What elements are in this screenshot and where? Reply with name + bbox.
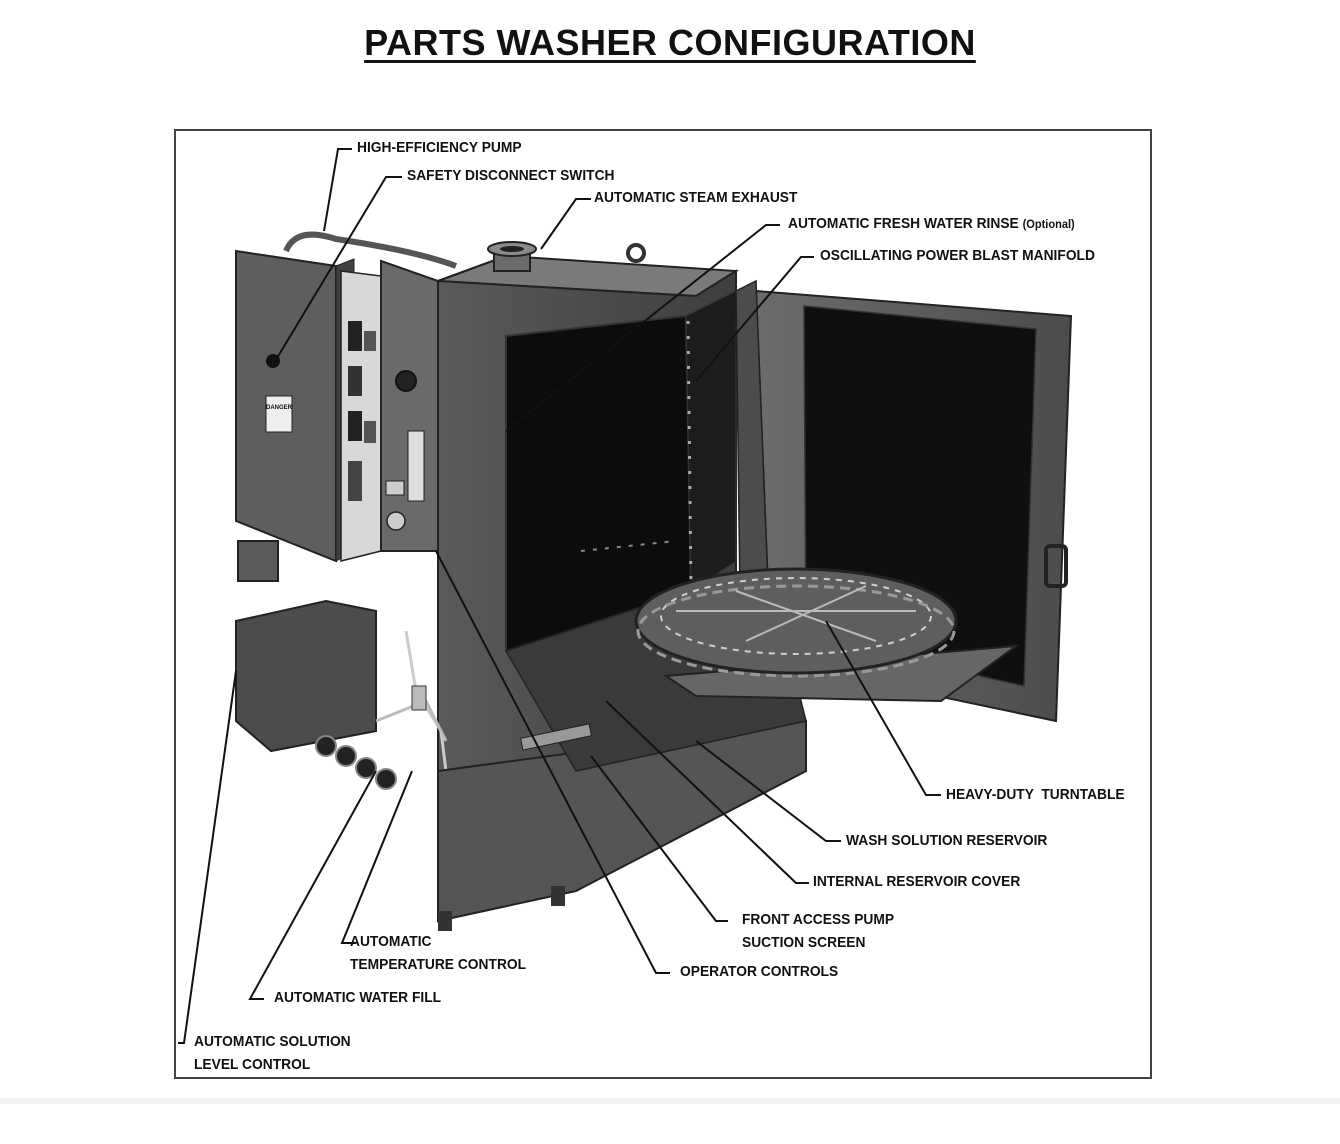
turntable-inner-ring bbox=[660, 577, 932, 655]
optional-note: (Optional) bbox=[1022, 217, 1075, 231]
label-internal-reservoir-cover: INTERNAL RESERVOIR COVER bbox=[813, 873, 1021, 890]
control-dial bbox=[395, 370, 417, 392]
lift-eye bbox=[626, 243, 646, 263]
label-automatic-steam-exhaust: AUTOMATIC STEAM EXHAUST bbox=[594, 189, 798, 206]
label-oscillating-power-blast-manifold: OSCILLATING POWER BLAST MANIFOLD bbox=[820, 247, 1095, 264]
pump-hose bbox=[283, 231, 458, 269]
pump-housing bbox=[235, 599, 377, 753]
chamber-side-panel bbox=[685, 290, 737, 592]
suction-screen-rail bbox=[519, 723, 593, 751]
label-safety-disconnect-switch: SAFETY DISCONNECT SWITCH bbox=[407, 167, 615, 184]
parts-washer-illustration: DANGER bbox=[178, 148, 1073, 1044]
solution-level-line2: LEVEL CONTROL bbox=[194, 1056, 311, 1073]
operator-control-strip bbox=[407, 430, 425, 502]
label-automatic-water-fill: AUTOMATIC WATER FILL bbox=[274, 989, 442, 1006]
label-automatic-temperature-control: AUTOMATIC TEMPERATURE CONTROL bbox=[350, 930, 526, 976]
caution-tag-text: DANGER bbox=[266, 405, 293, 411]
page-title: PARTS WASHER CONFIGURATION bbox=[0, 22, 1340, 64]
label-automatic-fresh-water-rinse: AUTOMATIC FRESH WATER RINSE (Optional) bbox=[788, 212, 1075, 236]
page-bottom-rule bbox=[0, 1098, 1340, 1104]
fresh-water-rinse-text: AUTOMATIC FRESH WATER RINSE bbox=[788, 215, 1019, 232]
fresh-water-rinse-line bbox=[580, 540, 677, 552]
steam-exhaust-opening bbox=[500, 246, 524, 252]
temp-control-line1: AUTOMATIC bbox=[350, 933, 432, 950]
suction-screen-line1: FRONT ACCESS PUMP bbox=[742, 911, 895, 928]
solution-level-line1: AUTOMATIC SOLUTION bbox=[194, 1033, 351, 1050]
page-title-text: PARTS WASHER CONFIGURATION bbox=[364, 22, 976, 63]
temp-control-line2: TEMPERATURE CONTROL bbox=[350, 956, 527, 973]
leader-lines bbox=[178, 148, 941, 1044]
solution-level-control-box bbox=[237, 540, 279, 582]
label-high-efficiency-pump: HIGH-EFFICIENCY PUMP bbox=[357, 139, 522, 156]
label-front-access-pump-suction-screen: FRONT ACCESS PUMP SUCTION SCREEN bbox=[742, 908, 894, 954]
turntable-rim bbox=[636, 584, 956, 678]
label-operator-controls: OPERATOR CONTROLS bbox=[680, 963, 839, 980]
label-heavy-duty-turntable: HEAVY-DUTY TURNTABLE bbox=[946, 786, 1125, 803]
door-handle bbox=[1044, 544, 1068, 588]
control-door bbox=[380, 259, 439, 552]
suction-screen-line2: SUCTION SCREEN bbox=[742, 934, 866, 951]
valve-cluster bbox=[315, 630, 448, 790]
diagram-frame: DANGER bbox=[174, 129, 1152, 1079]
label-automatic-solution-level-control: AUTOMATIC SOLUTION LEVEL CONTROL bbox=[194, 1030, 351, 1076]
label-wash-solution-reservoir: WASH SOLUTION RESERVOIR bbox=[846, 832, 1048, 849]
heavy-duty-turntable bbox=[634, 567, 958, 675]
caution-tag bbox=[265, 395, 293, 433]
